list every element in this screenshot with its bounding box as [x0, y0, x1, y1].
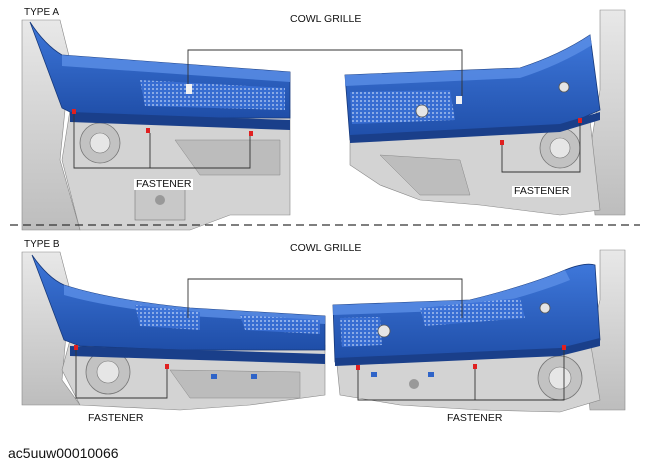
fastener-marker — [72, 109, 76, 114]
fastener-marker — [473, 364, 477, 369]
fastener-marker — [74, 345, 78, 350]
fastener-marker — [356, 365, 360, 370]
document-code: ac5uuw00010066 — [8, 445, 119, 461]
type-a-label: TYPE A — [24, 7, 60, 18]
type-b-label: TYPE B — [24, 239, 60, 250]
type-a-fasteners — [72, 109, 582, 145]
type-a-fastener-callout-left: FASTENER — [134, 178, 194, 190]
fastener-marker — [165, 364, 169, 369]
type-b-fasteners — [74, 345, 566, 370]
type-b-fastener-callout-right: FASTENER — [447, 412, 503, 424]
fastener-marker — [500, 140, 504, 145]
type-a-illustration — [21, 9, 626, 231]
type-b-left-cowl — [31, 254, 326, 379]
fastener-marker — [249, 131, 253, 136]
type-a-right-cowl — [344, 34, 601, 143]
fastener-marker — [146, 128, 150, 133]
type-b-right-cowl — [332, 263, 601, 377]
fastener-marker — [578, 118, 582, 123]
type-b-leader-lines — [75, 278, 565, 401]
fastener-marker — [562, 345, 566, 350]
type-b-illustration — [21, 249, 626, 413]
type-a-leader-lines — [73, 49, 581, 173]
type-a-fastener-callout-right: FASTENER — [512, 185, 572, 197]
type-a-cowl-grille-callout: COWL GRILLE — [290, 13, 362, 25]
type-a-left-cowl — [29, 21, 291, 130]
type-b-fastener-callout-left: FASTENER — [88, 412, 144, 424]
type-b-cowl-grille-callout: COWL GRILLE — [290, 242, 362, 254]
